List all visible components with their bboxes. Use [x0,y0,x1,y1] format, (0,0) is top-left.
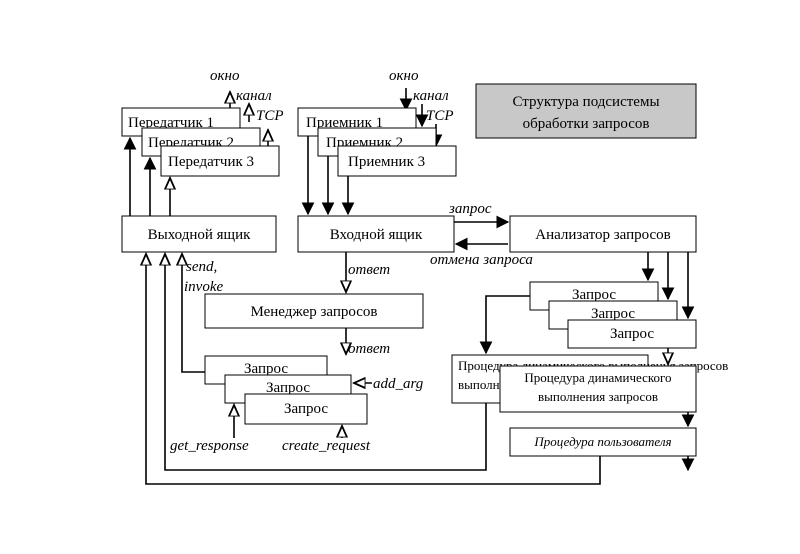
label-request: запрос [448,201,492,217]
title-box: Структура подсистемы обработки запросов [475,83,697,139]
arrow-request-outbox [182,254,205,373]
svg-text:Передатчик 1: Передатчик 1 [128,115,214,131]
request-analyzer: Анализатор запросов [509,215,697,253]
label-window-tx: окно [210,68,240,84]
arrow-dynproc-outbox [165,254,487,471]
svg-text:Процедура пользователя: Процедура пользователя [533,434,671,449]
inbox: Входной ящик [297,215,455,253]
svg-text:Менеджер запросов: Менеджер запросов [250,304,377,320]
label-send: send, [186,259,217,275]
svg-text:Процедура динамического: Процедура динамического [524,370,671,385]
svg-text:Приемник 1: Приемник 1 [306,115,383,131]
receiver-3: Приемник 3 [337,145,457,177]
label-tcp-rx: TCP [426,108,454,124]
svg-text:Передатчик 3: Передатчик 3 [168,154,254,170]
label-create-request: create_request [282,438,371,454]
label-channel-tx: канал [236,88,272,104]
label-invoke: invoke [184,279,223,295]
svg-text:Запрос: Запрос [572,287,616,303]
svg-text:Входной ящик: Входной ящик [330,227,423,243]
outbox: Выходной ящик [121,215,277,253]
label-get-response: get_response [170,438,249,454]
svg-text:Запрос: Запрос [266,380,310,396]
label-answer-2: ответ [348,341,390,357]
request-manager: Менеджер запросов [204,293,424,329]
svg-text:Запрос: Запрос [284,401,328,417]
label-channel-rx: канал [413,88,449,104]
label-add-arg: add_arg [373,376,424,392]
right-request-3: Запрос [567,319,697,349]
title-line-1: Структура подсистемы [512,94,659,110]
svg-text:выполнения запросов: выполнения запросов [538,389,658,404]
svg-text:Запрос: Запрос [244,361,288,377]
label-window-rx: окно [389,68,419,84]
user-procedure: Процедура пользователя [509,427,697,457]
arrow-userproc-outbox [146,254,601,485]
arrow-rreq-to-dynproc-back [479,295,530,355]
svg-text:Приемник 3: Приемник 3 [348,154,425,170]
svg-text:Выходной ящик: Выходной ящик [148,227,251,243]
label-tcp-tx: TCP [256,108,284,124]
transmitter-3: Передатчик 3 [160,145,280,177]
dynamic-procedure-front: Процедура динамического выполнения запро… [499,365,697,413]
label-cancel-request: отмена запроса [430,252,533,268]
title-line-2: обработки запросов [523,116,650,132]
left-request-3: Запрос [244,393,368,425]
svg-text:Анализатор запросов: Анализатор запросов [535,227,671,243]
label-answer-1: ответ [348,262,390,278]
svg-text:Запрос: Запрос [610,326,654,342]
svg-text:Запрос: Запрос [591,306,635,322]
